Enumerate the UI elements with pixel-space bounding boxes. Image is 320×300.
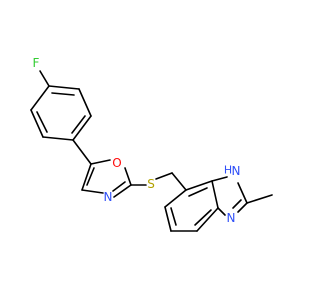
bond-aryl-oxazole [72, 139, 92, 165]
atom-oxazole-nitrogen: N [104, 190, 113, 204]
atom-oxazole-oxygen: O [112, 156, 121, 170]
double-bond-inner [170, 207, 177, 226]
atom-labels: F O N S H N N [33, 56, 241, 225]
double-bond-cn [232, 199, 242, 209]
bond [211, 180, 219, 209]
bond [124, 167, 132, 186]
oxazole-ring [81, 159, 132, 198]
bond [72, 115, 92, 141]
bond-methyl [246, 194, 273, 204]
atom-imidazole-nh-hydrogen: H [224, 164, 232, 177]
bond [237, 202, 248, 213]
bond-f-c [39, 70, 50, 87]
bond [211, 176, 228, 182]
double-bond-cc [86, 167, 95, 186]
bond [48, 85, 80, 90]
bond-ch2-aryl [171, 172, 187, 191]
bond [30, 85, 50, 111]
atom-imidazole-nitrogen: N [227, 211, 236, 225]
bond [185, 180, 213, 191]
bond [78, 88, 92, 117]
bond [30, 109, 44, 138]
atom-sulfur: S [147, 177, 155, 191]
bond [164, 189, 187, 208]
double-bond-inner [51, 92, 75, 96]
bond [42, 136, 74, 141]
bond [90, 159, 111, 165]
double-bond-inner [36, 111, 48, 133]
bond [217, 207, 226, 216]
atom-imidazole-nh-nitrogen: N [232, 164, 241, 178]
double-bond-inner [194, 209, 212, 226]
bond [237, 182, 248, 204]
double-bond-cn [112, 181, 126, 192]
atom-fluorine: F [33, 56, 40, 70]
imidazole-ring [211, 176, 248, 216]
bonds [30, 70, 273, 232]
bond [81, 189, 104, 194]
bond [113, 184, 132, 198]
double-bond-inner [71, 115, 86, 134]
benzimidazole-benzene-ring [164, 180, 219, 232]
bond [196, 207, 219, 232]
double-bond-inner [188, 187, 208, 197]
bond [164, 206, 172, 232]
bond [81, 163, 92, 191]
molecule-structure: F O N S H N N [30, 56, 273, 232]
bond-s-ch2 [155, 172, 173, 180]
fluorophenyl-ring [30, 85, 92, 141]
